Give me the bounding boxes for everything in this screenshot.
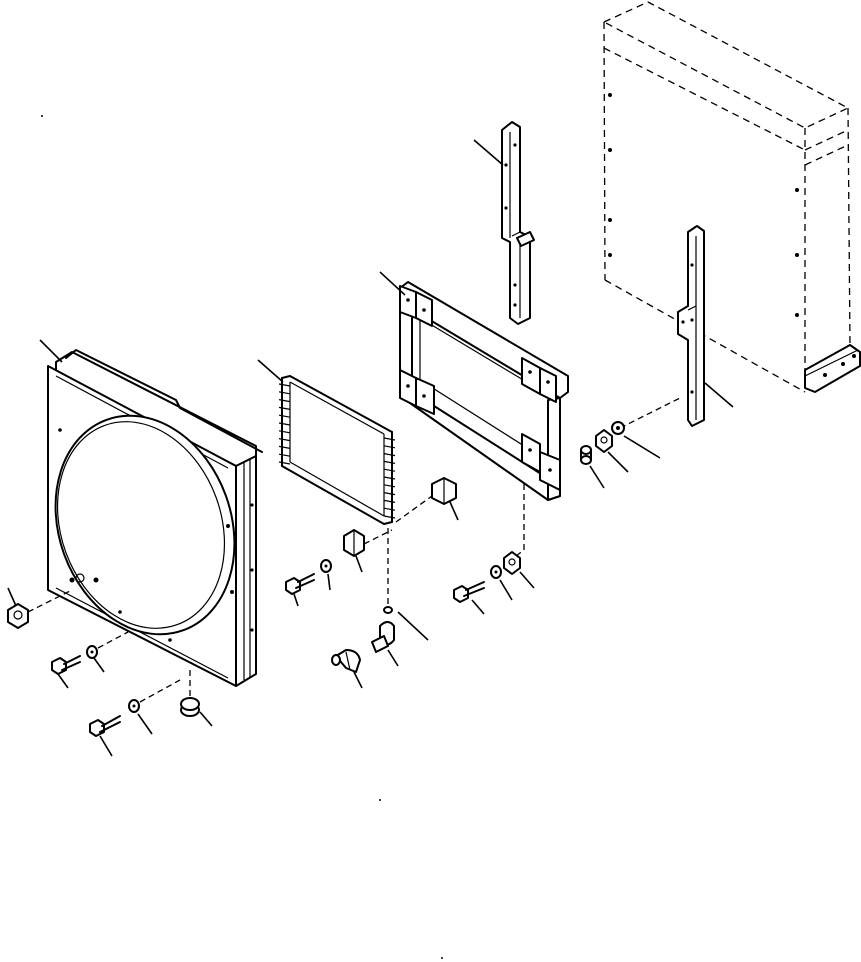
callout-leader: [704, 382, 734, 408]
hardware-bracket-right: [580, 397, 681, 489]
condenser-tube: [278, 414, 291, 418]
callout-leader: [473, 139, 504, 166]
condenser-tube: [278, 422, 291, 426]
condenser-tube: [383, 515, 396, 519]
condenser-tube: [383, 492, 396, 496]
left-bracket: [501, 121, 535, 325]
hardware-fan-left: [7, 587, 213, 757]
callout-leader: [39, 339, 63, 363]
hardware-condenser: [285, 477, 459, 607]
callout-leader: [379, 271, 406, 296]
condenser-tube: [383, 437, 396, 441]
condenser-tube: [278, 383, 291, 387]
condenser-tube: [383, 445, 396, 449]
condenser-tube: [278, 406, 291, 410]
condenser-tube: [278, 445, 291, 449]
speck: [441, 957, 443, 959]
condenser-tube: [383, 507, 396, 511]
condenser-tube: [278, 438, 291, 442]
condenser-tube: [383, 499, 396, 503]
callout-leader: [257, 359, 284, 383]
condenser-tube: [278, 430, 291, 434]
mounting-frame: [399, 281, 569, 501]
condenser-tube: [383, 468, 396, 472]
right-bracket: [677, 225, 705, 427]
condenser-tube: [278, 399, 291, 403]
hardware-frame: [453, 484, 535, 615]
radiator-housing: [602, 1, 861, 393]
condenser-tube: [278, 391, 291, 395]
condenser-core: [278, 375, 396, 525]
condenser-tube: [383, 476, 396, 480]
condenser-tube: [383, 484, 396, 488]
fan-shroud: [47, 349, 263, 687]
speck: [379, 799, 381, 801]
speck: [41, 115, 43, 117]
condenser-tube: [278, 461, 291, 465]
hardware-fittings: [331, 528, 429, 689]
condenser-tube: [383, 460, 396, 464]
condenser-tube: [383, 453, 396, 457]
condenser-tube: [278, 453, 291, 457]
